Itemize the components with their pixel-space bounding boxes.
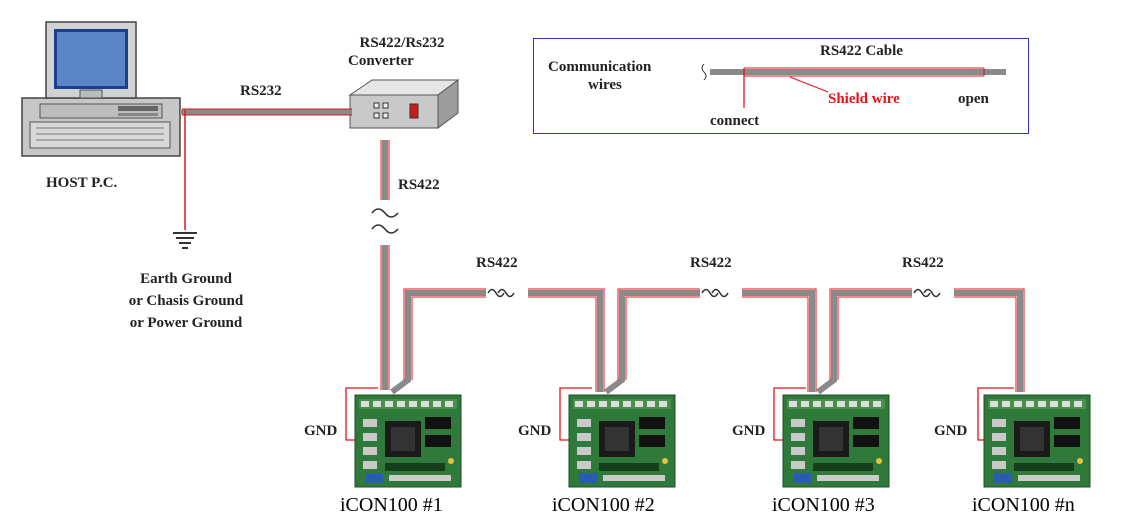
rs422-chain-3-label: RS422	[902, 255, 944, 271]
converter-label-line2: Converter	[348, 53, 414, 69]
converter-label: RS422/Rs232 Converter	[332, 34, 472, 70]
legend-open-label: open	[958, 91, 989, 107]
ground-line-2: or Chasis Ground	[128, 293, 244, 309]
rs232-cable	[180, 108, 352, 116]
board-n-gnd-label: GND	[934, 423, 968, 439]
ground-line-3: or Power Ground	[129, 315, 243, 331]
board-3-gnd-label: GND	[732, 423, 766, 439]
ground-line-1: Earth Ground	[140, 271, 232, 287]
legend-comm-line1: Communication	[548, 59, 652, 75]
rs422-chain-2-label: RS422	[690, 255, 732, 271]
legend-cable-label: RS422 Cable	[820, 43, 903, 59]
board-3-icon	[773, 387, 890, 488]
earth-ground-icon	[173, 110, 197, 249]
board-n-name: iCON100 #n	[972, 494, 1075, 516]
rs422-chain-3	[816, 288, 1025, 395]
legend-connect-label: connect	[710, 113, 760, 129]
board-1-gnd-label: GND	[304, 423, 338, 439]
host-pc-icon	[21, 21, 181, 157]
board-2-icon	[559, 387, 676, 488]
board-2-gnd-label: GND	[518, 423, 552, 439]
board-1-icon	[345, 387, 462, 488]
legend-shield-label: Shield wire	[828, 91, 900, 107]
rs232-label: RS232	[240, 83, 282, 99]
rs422-chain-1-label: RS422	[476, 255, 518, 271]
legend-comm-label: Communication wires	[548, 58, 651, 94]
rs422-main-cable	[371, 140, 399, 390]
rs422-chain-1	[390, 288, 605, 395]
board-n-icon	[977, 387, 1091, 488]
board-1-name: iCON100 #1	[340, 494, 443, 516]
rs422-chain-2	[604, 288, 817, 395]
ground-label: Earth Ground or Chasis Ground or Power G…	[98, 270, 274, 332]
rs422-main-label: RS422	[398, 177, 440, 193]
host-pc-label: HOST P.C.	[46, 175, 118, 191]
legend-box	[533, 38, 1029, 134]
legend-cable-icon	[701, 63, 1006, 108]
converter-box-icon	[348, 79, 460, 129]
legend-comm-line2: wires	[588, 77, 622, 93]
converter-label-line1: RS422/Rs232	[359, 35, 445, 51]
board-3-name: iCON100 #3	[772, 494, 875, 516]
board-2-name: iCON100 #2	[552, 494, 655, 516]
